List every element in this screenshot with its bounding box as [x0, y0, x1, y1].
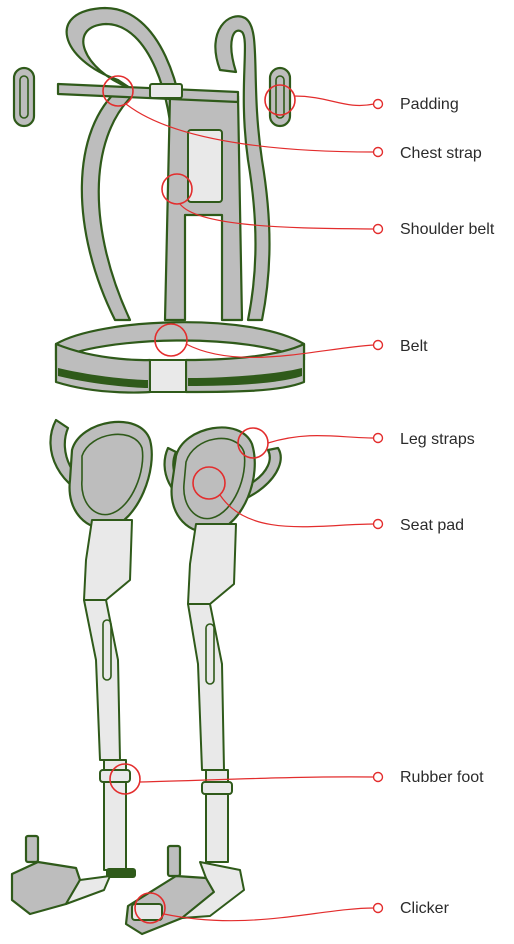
- leader-padding: [294, 96, 374, 105]
- end-dot-chest-strap: [374, 148, 383, 157]
- shaft-left-collar: [100, 770, 130, 782]
- end-dot-shoulder-belt: [374, 225, 383, 234]
- harness: [14, 8, 290, 320]
- foot-plate-left: [12, 862, 80, 914]
- end-dot-leg-straps: [374, 434, 383, 443]
- shaft-right-collar: [202, 782, 232, 794]
- end-dot-rubber-foot: [374, 773, 383, 782]
- foot-plate-right-tab: [168, 846, 180, 876]
- chest-strap-band: [58, 84, 238, 102]
- chest-strap-buckle: [150, 84, 182, 98]
- clicker-mechanism: [132, 904, 162, 920]
- leader-leg-straps: [268, 436, 374, 443]
- back-panel-window: [188, 130, 222, 202]
- label-chest-strap: Chest strap: [400, 145, 482, 162]
- right-leg: [126, 427, 281, 934]
- strut-right-upper: [188, 524, 236, 604]
- shoulder-strap-left-lower: [82, 88, 132, 320]
- belt-center-connector: [150, 360, 186, 392]
- label-padding: Padding: [400, 96, 459, 113]
- strut-left-upper: [84, 520, 132, 600]
- end-dot-clicker: [374, 904, 383, 913]
- label-belt: Belt: [400, 338, 428, 355]
- end-dot-belt: [374, 341, 383, 350]
- label-clicker: Clicker: [400, 900, 450, 917]
- label-leg-straps: Leg straps: [400, 431, 475, 448]
- end-dot-padding: [374, 100, 383, 109]
- label-seat-pad: Seat pad: [400, 517, 464, 534]
- leader-rubber-foot: [140, 777, 374, 782]
- strut-left-lower: [84, 600, 120, 760]
- callout-padding: Padding: [265, 85, 459, 115]
- left-leg: [12, 420, 152, 914]
- foot-plate-left-tab: [26, 836, 38, 862]
- callout-rubber-foot: Rubber foot: [110, 764, 484, 794]
- end-dot-seat-pad: [374, 520, 383, 529]
- label-rubber-foot: Rubber foot: [400, 769, 484, 786]
- label-shoulder-belt: Shoulder belt: [400, 221, 495, 238]
